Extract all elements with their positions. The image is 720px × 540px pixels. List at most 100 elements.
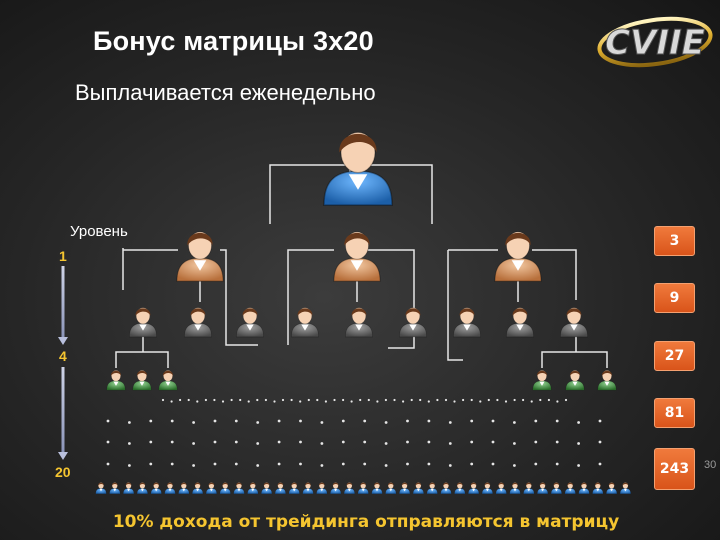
bottom-row-person-icon — [357, 482, 369, 494]
dot-row-3 — [341, 440, 345, 444]
dot-row-4 — [213, 462, 217, 466]
dot-row-1 — [479, 400, 482, 403]
bottom-row-person-icon — [412, 482, 424, 494]
dot-row-4 — [192, 464, 196, 467]
dot-row-1 — [256, 398, 259, 402]
dot-row-4 — [598, 462, 602, 466]
bottom-row-person-icon — [274, 482, 286, 494]
dot-row-1 — [539, 398, 542, 402]
dot-row-2 — [555, 419, 559, 423]
dot-row-3 — [427, 440, 431, 444]
level1-person-icon — [494, 231, 542, 282]
dot-row-1 — [427, 400, 430, 403]
dot-row-1 — [350, 400, 353, 403]
dot-row-1 — [316, 398, 319, 402]
dot-row-1 — [264, 398, 267, 402]
bottom-row-person-icon — [592, 482, 604, 494]
dot-row-1 — [204, 398, 207, 402]
level2-person-icon — [291, 307, 319, 338]
level3-person-icon — [565, 370, 585, 391]
dot-row-1 — [402, 400, 405, 403]
dot-row-1 — [281, 398, 285, 402]
dot-row-4 — [127, 464, 131, 467]
bottom-row-person-icon — [426, 482, 438, 494]
dot-row-3 — [491, 440, 495, 444]
dot-row-3 — [577, 442, 580, 445]
bottom-row-person-icon — [371, 482, 383, 494]
count-badge-3: 3 — [654, 226, 695, 256]
dot-row-1 — [419, 398, 422, 402]
dot-row-1 — [170, 400, 173, 403]
dot-row-3 — [555, 440, 559, 444]
bottom-row-person-icon — [233, 482, 245, 494]
dot-row-1 — [504, 400, 508, 403]
page-number: 30 — [704, 459, 717, 471]
bottom-row-person-icon — [537, 482, 549, 494]
dot-row-2 — [363, 419, 367, 423]
connector-line — [199, 278, 519, 302]
bottom-row-person-icon — [399, 482, 411, 494]
dot-row-1 — [359, 398, 362, 402]
dot-row-4 — [341, 462, 345, 466]
dot-row-1 — [247, 400, 250, 403]
bottom-row-person-icon — [288, 482, 300, 494]
dot-row-3 — [234, 440, 238, 444]
root-person-icon — [323, 131, 393, 206]
dot-row-4 — [513, 464, 516, 467]
footer-note: 10% дохода от трейдинга отправляются в м… — [112, 512, 620, 532]
level-arrow-lower — [58, 367, 68, 460]
dot-row-2 — [299, 419, 302, 423]
dot-row-4 — [427, 462, 431, 466]
dot-row-1 — [410, 398, 413, 402]
level3-person-icon — [158, 370, 178, 391]
connector-bracket-right — [541, 335, 608, 368]
dot-row-1 — [496, 398, 499, 402]
bottom-row-person-icon — [123, 482, 135, 494]
count-badge-81: 81 — [654, 398, 695, 428]
level2-person-icon — [560, 307, 588, 338]
dot-row-2 — [213, 419, 217, 423]
bottom-row-person-icon — [564, 482, 576, 494]
connector-line — [122, 248, 258, 346]
dot-row-4 — [406, 462, 409, 466]
dot-row-2 — [320, 421, 324, 424]
bottom-row-person-icon — [95, 482, 107, 494]
level-arrow-upper — [58, 266, 68, 345]
dot-row-2 — [170, 419, 174, 423]
bottom-row-person-icon — [261, 482, 273, 494]
bottom-row-person-icon — [578, 482, 590, 494]
dot-row-1 — [436, 398, 439, 402]
dot-row-4 — [555, 462, 559, 466]
dot-row-2 — [534, 419, 538, 423]
level-label: Уровень — [70, 223, 128, 240]
dot-row-1 — [393, 398, 396, 402]
dot-row-3 — [299, 440, 302, 444]
bottom-row-person-icon — [219, 482, 231, 494]
dot-row-1 — [324, 400, 327, 403]
dot-row-1 — [290, 398, 293, 402]
dot-row-2 — [598, 419, 602, 423]
count-badge-9: 9 — [654, 283, 695, 313]
dot-row-4 — [320, 464, 324, 467]
dot-row-3 — [513, 442, 516, 445]
dot-row-3 — [127, 442, 131, 445]
dot-row-4 — [577, 464, 580, 467]
dot-row-2 — [192, 421, 196, 424]
bottom-row-person-icon — [440, 482, 452, 494]
level2-person-icon — [184, 307, 212, 338]
level2-person-icon — [453, 307, 481, 338]
bottom-row-person-icon — [150, 482, 162, 494]
dot-row-1 — [530, 400, 533, 403]
dot-row-4 — [448, 464, 452, 467]
dot-row-1 — [462, 398, 465, 402]
bottom-row-person-icon — [343, 482, 355, 494]
dot-row-4 — [106, 462, 110, 466]
dot-row-3 — [149, 440, 153, 444]
dot-row-2 — [491, 419, 495, 423]
dot-row-1 — [187, 398, 190, 402]
dot-row-2 — [341, 419, 345, 423]
bottom-row-person-icon — [481, 482, 493, 494]
bottom-row-person-icon — [205, 482, 217, 494]
connector-line — [447, 249, 577, 361]
